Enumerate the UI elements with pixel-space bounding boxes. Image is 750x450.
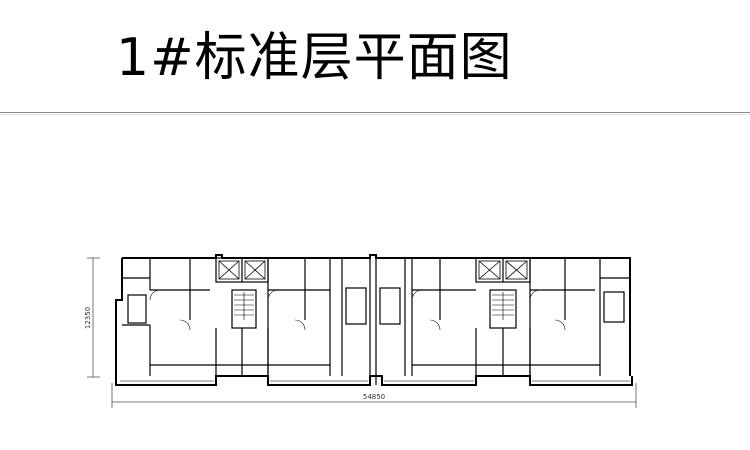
drawing-title: 1#标准层平面图	[116, 28, 513, 88]
interior-walls	[122, 257, 630, 385]
width-dimension	[111, 383, 637, 408]
stair-2	[492, 292, 514, 320]
title-divider-shadow	[0, 114, 750, 115]
width-dimension-label: 54850	[363, 393, 385, 401]
elevators	[218, 260, 528, 280]
depth-dimension-label: 12350	[84, 307, 92, 329]
depth-dimension	[87, 257, 100, 378]
door-swings	[149, 289, 566, 331]
stair-1	[234, 292, 254, 320]
title-divider	[0, 112, 750, 113]
